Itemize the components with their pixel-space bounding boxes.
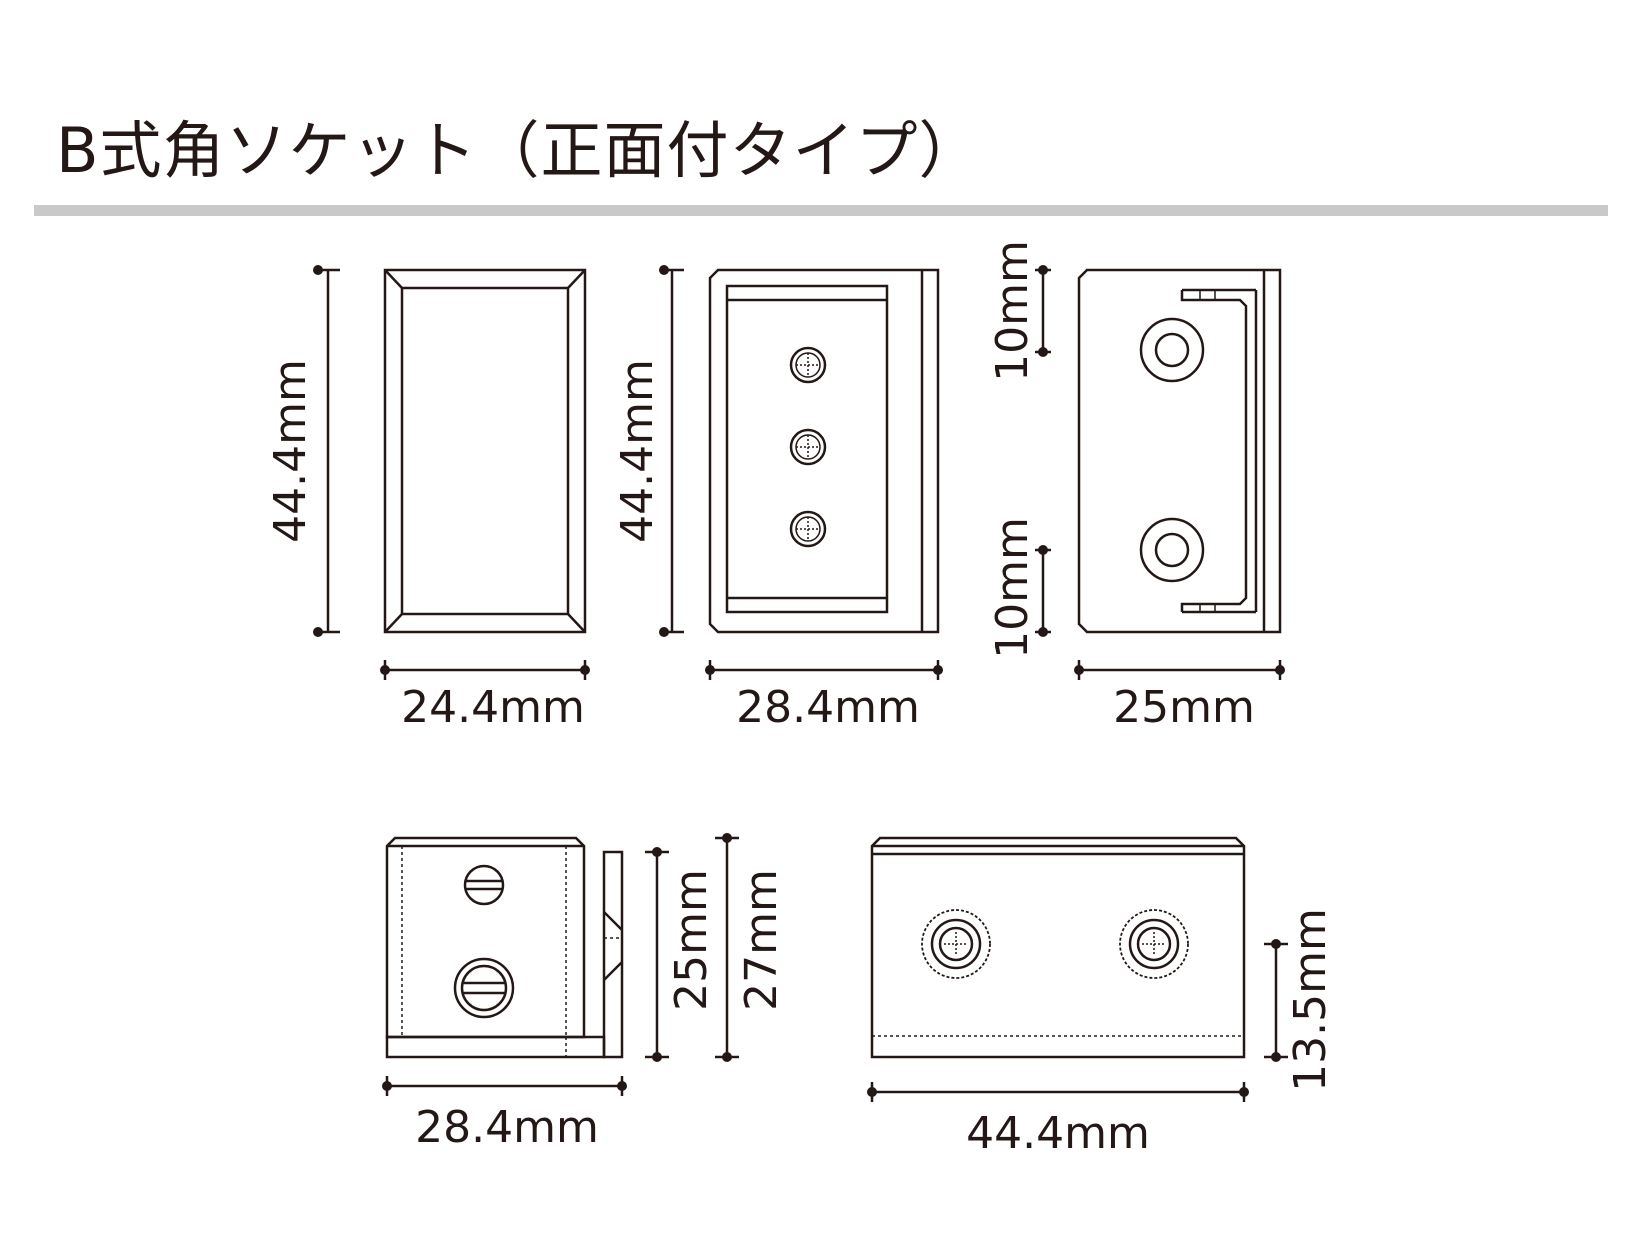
boss-icon — [1139, 517, 1205, 583]
side-width-label: 25mm — [1113, 682, 1255, 733]
side-channel — [1180, 290, 1248, 612]
long-screw-height-dimension: 13.5mm — [1264, 908, 1336, 1092]
bottom-view — [385, 836, 624, 1059]
front-height-dimension: 44.4mm — [265, 265, 340, 637]
screw-icon — [789, 346, 827, 384]
bottom-width-dimension: 28.4mm — [382, 1076, 627, 1153]
slotted-screw-icon — [453, 957, 515, 1019]
bottom-total-height-dimension: 27mm — [715, 833, 787, 1062]
back-view — [708, 268, 940, 634]
side-bottom-offset-dimension: 10mm — [987, 517, 1051, 659]
bottom-inner-height-dimension: 25mm — [645, 847, 717, 1062]
bottom-outer-body — [385, 836, 586, 1039]
front-view — [383, 268, 587, 634]
front-outer-frame — [383, 268, 587, 634]
front-height-label: 44.4mm — [265, 359, 316, 543]
front-width-dimension: 24.4mm — [380, 660, 590, 733]
long-width-dimension: 44.4mm — [867, 1082, 1249, 1159]
screw-icon — [1119, 909, 1189, 979]
front-inner-panel — [400, 286, 570, 616]
screw-icon — [789, 510, 827, 548]
back-width-label: 28.4mm — [736, 682, 920, 733]
back-height-dimension: 44.4mm — [612, 265, 684, 637]
side-top-offset-dimension: 10mm — [987, 240, 1051, 382]
boss-icon — [1139, 317, 1205, 383]
slotted-screw-icon — [463, 864, 505, 906]
bottom-width-label: 28.4mm — [415, 1102, 599, 1153]
long-screw-height-label: 13.5mm — [1285, 908, 1336, 1092]
side-top-offset-label: 10mm — [987, 240, 1038, 382]
bottom-inner-height-label: 25mm — [666, 869, 717, 1011]
side-bottom-offset-label: 10mm — [987, 517, 1038, 659]
bottom-base-plate — [385, 1035, 606, 1059]
screw-icon — [789, 428, 827, 466]
screw-icon — [921, 909, 991, 979]
long-outer-body — [870, 836, 1246, 1059]
back-outer-body — [708, 268, 940, 634]
side-outer-body — [1077, 268, 1282, 634]
back-width-dimension: 28.4mm — [705, 660, 943, 733]
long-view — [870, 836, 1246, 1059]
side-view — [1077, 268, 1282, 634]
side-width-dimension: 25mm — [1074, 660, 1285, 733]
title-underline — [34, 205, 1608, 216]
long-width-label: 44.4mm — [966, 1108, 1150, 1159]
front-width-label: 24.4mm — [401, 682, 585, 733]
page-title: B式角ソケット（正面付タイプ） — [56, 114, 982, 187]
bottom-total-height-label: 27mm — [736, 869, 787, 1011]
bottom-side-flange — [602, 850, 624, 1059]
back-inner-frame — [725, 284, 889, 614]
back-height-label: 44.4mm — [612, 359, 663, 543]
